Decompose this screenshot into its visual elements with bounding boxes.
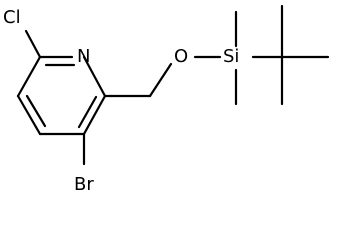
atom-nitrogen-label: N [77,46,90,67]
bond-ch2-o [148,62,173,98]
atom-chlorine-label: Cl [3,7,21,28]
molecule-drawing: Cl N O Si Br [3,4,330,195]
bond-c6-c5 [82,94,107,136]
bond-c3-c2 [16,55,42,98]
atom-oxygen-label: O [174,46,188,67]
atom-silicon-label: Si [223,46,239,67]
double-bond-c6-c5 [77,95,98,129]
atom-bromine-label: Br [74,174,94,195]
bond-n-c6 [82,55,107,98]
bond-c2-cl [24,29,42,59]
double-bond-c4-c3 [25,94,47,128]
chemical-structure: Cl N O Si Br [3,4,330,195]
bond-c4-c3 [16,94,42,136]
